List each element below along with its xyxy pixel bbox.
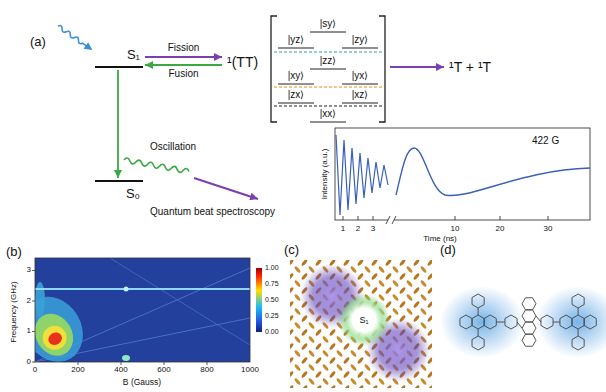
tick-label: 1	[27, 326, 31, 336]
tick-label: 1	[341, 224, 345, 234]
panel-label: (a)	[30, 34, 46, 50]
colorbar-label: 0.00	[265, 328, 279, 336]
level-label: S₀	[126, 186, 140, 202]
energy-level: S₁	[95, 44, 143, 68]
tick-label: 0	[27, 357, 31, 367]
sublevel-line	[342, 48, 378, 49]
tick-label: 400	[114, 365, 127, 375]
tick-label: 3	[27, 265, 31, 275]
sublevel-line	[310, 69, 346, 70]
sublevel-bracket: |sy⟩ |yz⟩ |zy⟩ |zz⟩ |xy⟩ |yx⟩ |zx⟩ |xz⟩ |xx⟩	[268, 14, 388, 124]
axis-title: B (Gauss)	[123, 377, 161, 387]
dashed-divider	[274, 105, 382, 106]
tick-label: 1000	[241, 365, 259, 375]
sublevel-line	[278, 84, 314, 85]
edge-label: Fusion	[168, 68, 198, 80]
tick-label: 800	[200, 365, 213, 375]
photon-wave	[56, 23, 95, 54]
edge-label: Fission	[168, 42, 200, 54]
tick-label: 3	[371, 224, 375, 234]
connector	[117, 70, 119, 178]
sublevel-line	[310, 122, 346, 123]
ket-label: |xy⟩	[288, 70, 305, 82]
ket-label: |yz⟩	[288, 34, 305, 46]
colorbar-label: 1.00	[265, 264, 279, 272]
state-text: ¹T + ¹T	[446, 57, 494, 78]
ket-label: |zy⟩	[352, 34, 369, 46]
energy-level: S₀	[95, 180, 143, 204]
tick-label: 0	[33, 365, 37, 375]
sublevel-line	[342, 84, 378, 85]
colorbar	[256, 268, 262, 332]
leader-arrow	[194, 178, 258, 199]
tick-label: 20	[496, 224, 505, 234]
molecule-illustration	[440, 286, 606, 358]
sublevel-line	[278, 48, 314, 49]
state-label: S₁	[359, 315, 368, 326]
level-label: S₁	[127, 47, 140, 63]
crystal-illustration	[290, 260, 432, 388]
state-text: ¹(TT)	[224, 52, 261, 73]
axis-title: Frequency (GHz)	[9, 281, 19, 342]
bracket-outline	[268, 14, 388, 124]
state-label: ¹T + ¹T	[446, 57, 494, 78]
tick-label: 2	[356, 224, 360, 234]
ket-label: |zx⟩	[288, 89, 305, 101]
state-label: ¹(TT)	[224, 52, 261, 73]
colorbar-label: 0.25	[265, 312, 279, 320]
ket-label: |zz⟩	[320, 55, 337, 67]
ket-label: |yx⟩	[352, 70, 369, 82]
panel-label: (b)	[6, 244, 22, 260]
panel-label: (d)	[440, 242, 456, 258]
sublevel-line	[310, 32, 346, 33]
ket-label: |xx⟩	[320, 108, 337, 120]
sublevel-line	[278, 103, 314, 104]
sublevel-line	[342, 103, 378, 104]
axis-title: Intensity (a.u.)	[320, 149, 330, 200]
connector	[145, 64, 222, 66]
colorbar-label: 0.75	[265, 280, 279, 288]
ket-label: |sy⟩	[320, 18, 337, 30]
beat-plot	[335, 128, 590, 225]
emission-wave	[124, 158, 190, 174]
field-label: 422 G	[532, 135, 559, 147]
dashed-divider	[274, 86, 382, 87]
connector	[390, 66, 444, 68]
ket-label: |xz⟩	[352, 89, 369, 101]
colorbar-label: 0.50	[265, 296, 279, 304]
tick-label: 200	[71, 365, 84, 375]
tick-label: 10	[451, 224, 460, 234]
tick-label: 600	[157, 365, 170, 375]
connector	[145, 56, 222, 58]
process-label: Oscillation	[150, 141, 196, 153]
tick-label: 2	[27, 296, 31, 306]
method-label: Quantum beat spectroscopy	[150, 206, 275, 218]
heatmap	[12, 258, 262, 373]
dashed-divider	[274, 51, 382, 52]
tick-label: 30	[544, 224, 553, 234]
panel-label: (c)	[284, 242, 299, 258]
